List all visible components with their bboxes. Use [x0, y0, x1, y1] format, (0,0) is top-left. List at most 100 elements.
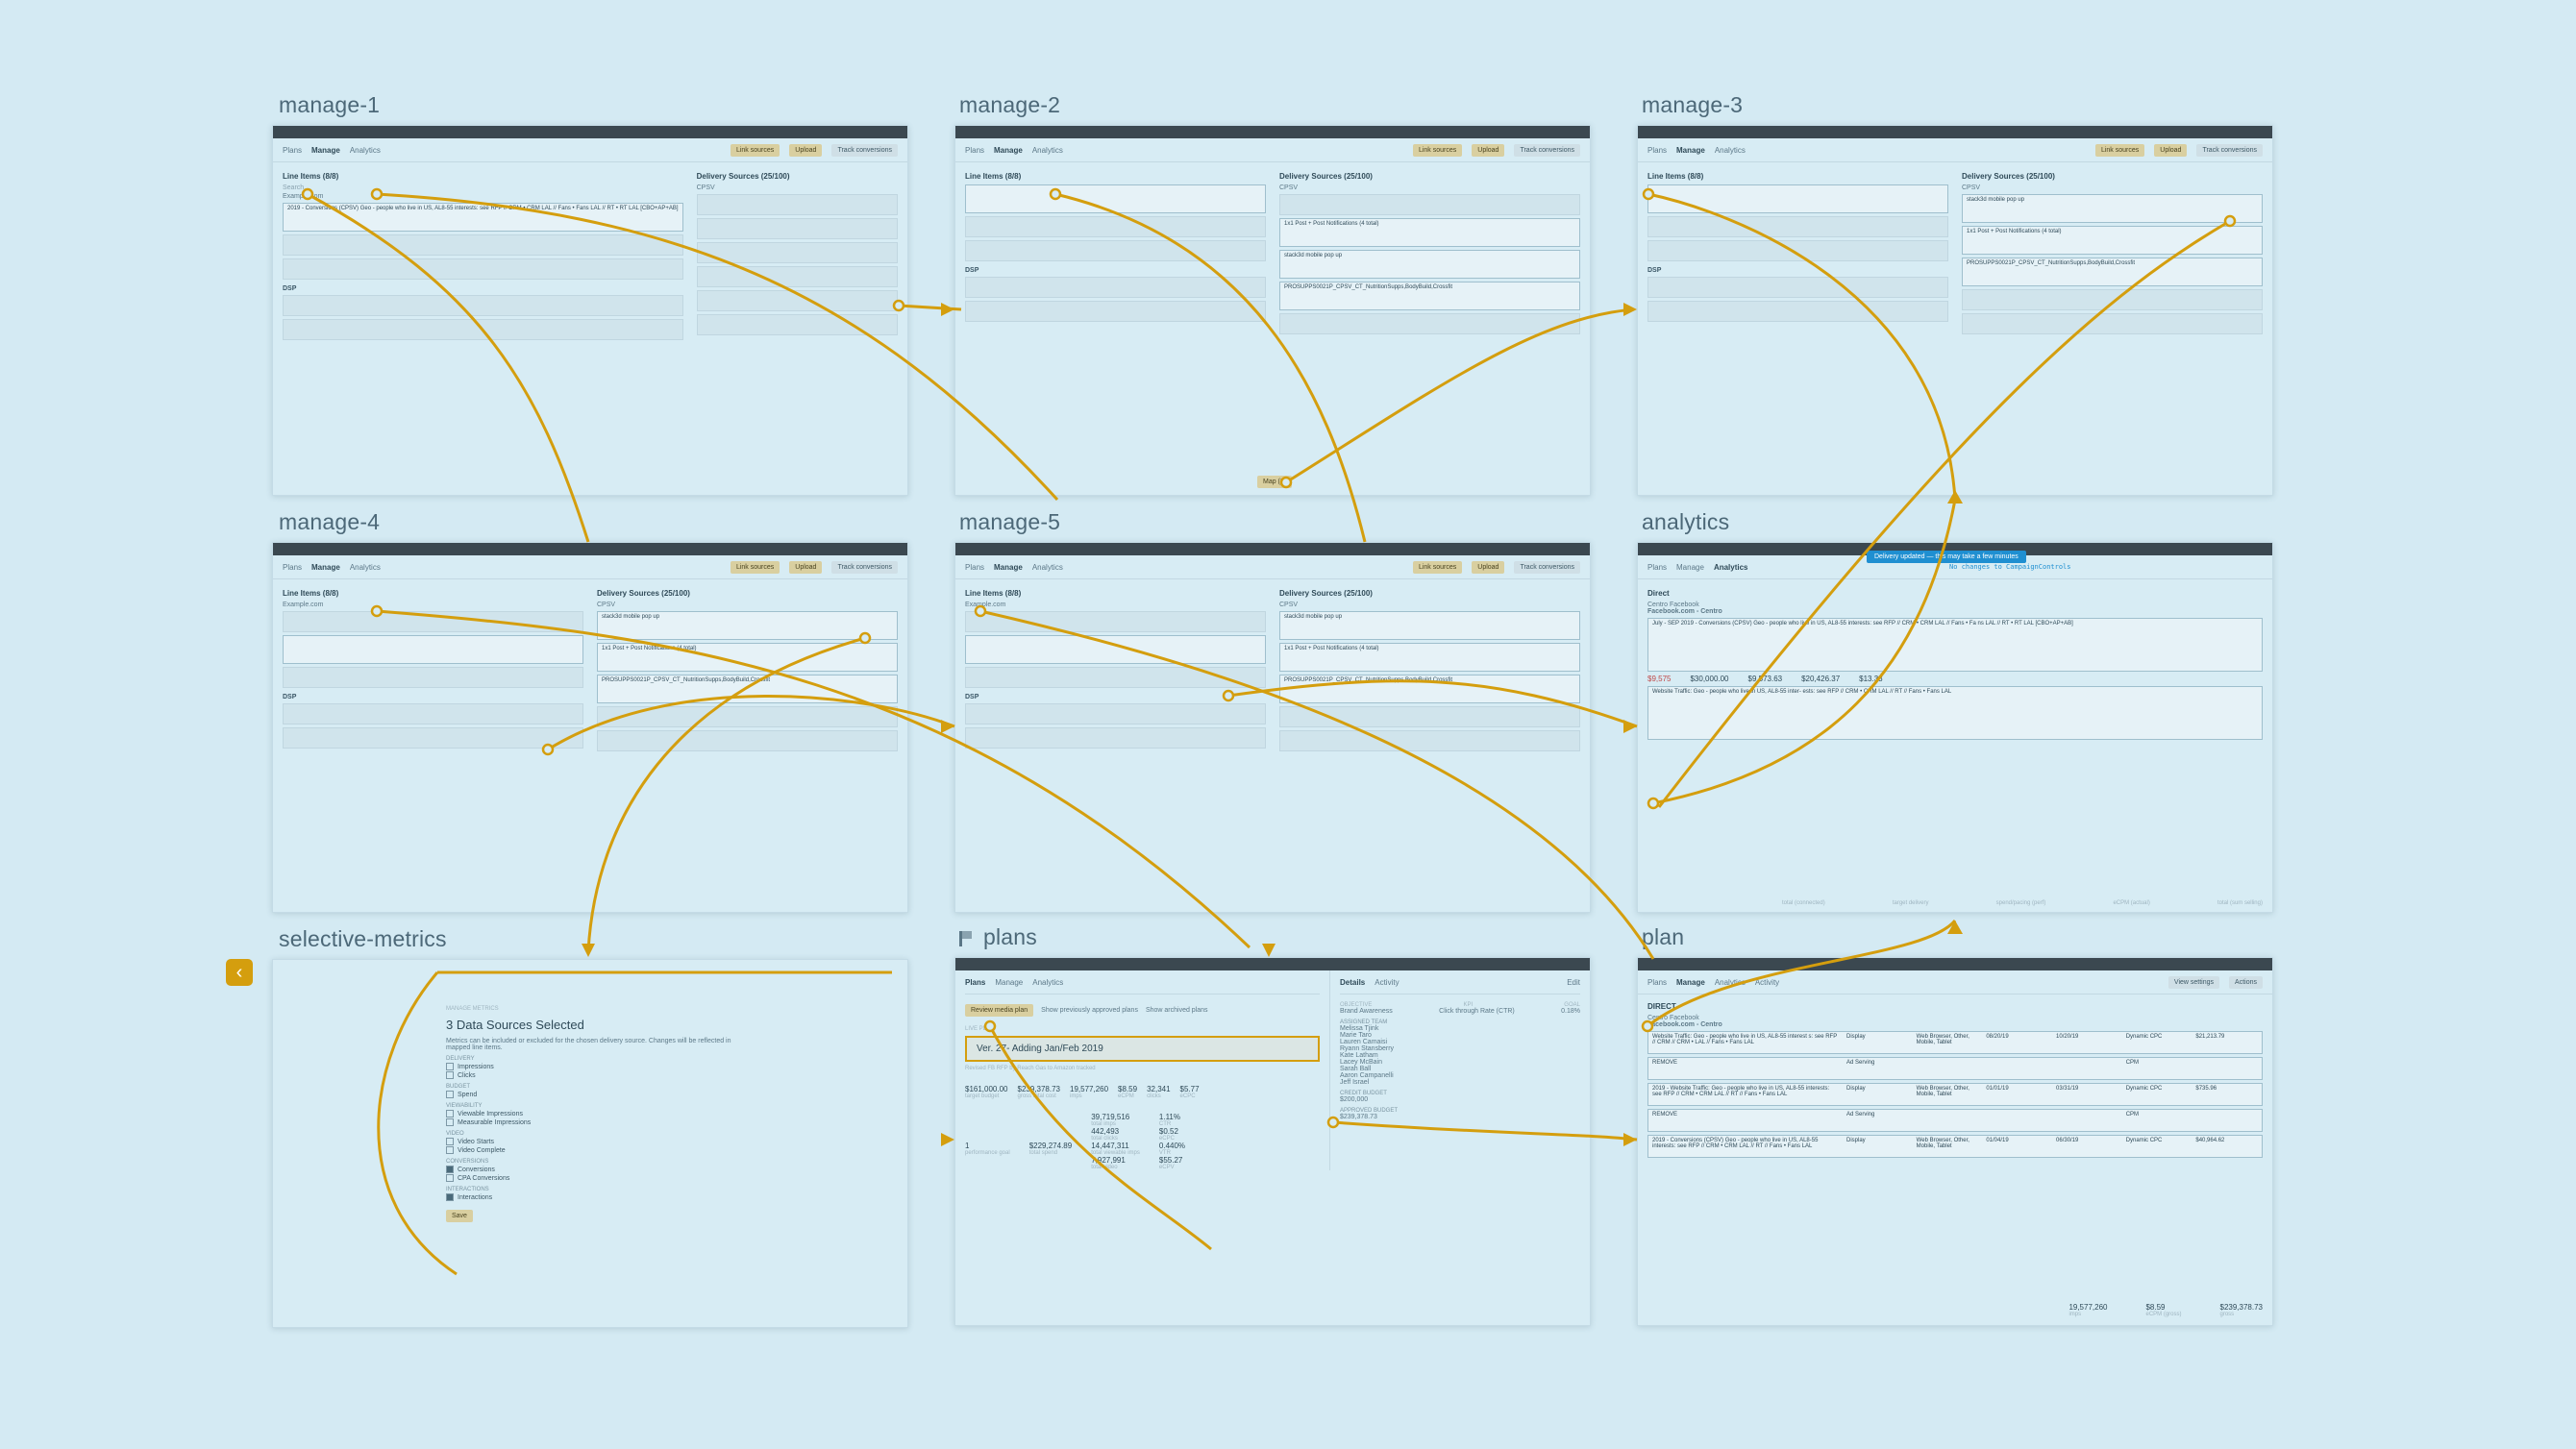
- line-item-row[interactable]: [1647, 301, 1948, 322]
- line-item-row[interactable]: [965, 184, 1266, 213]
- source-row[interactable]: PROSUPPS0021P_CPSV_CT_NutritionSupps,Bod…: [1279, 675, 1580, 703]
- line-item-row[interactable]: [965, 216, 1266, 237]
- metric-checkbox-row[interactable]: Interactions: [446, 1193, 907, 1201]
- tab-plans[interactable]: Plans: [283, 562, 303, 572]
- source-row[interactable]: PROSUPPS0021P_CPSV_CT_NutritionSupps,Bod…: [1962, 258, 2263, 286]
- line-item-row[interactable]: [965, 703, 1266, 724]
- tab-analytics[interactable]: Analytics: [1713, 562, 1748, 572]
- tab-plans[interactable]: Plans: [1647, 977, 1668, 987]
- edit-link[interactable]: Edit: [1567, 977, 1580, 987]
- back-chevron-icon[interactable]: ‹: [226, 959, 253, 986]
- metric-checkbox-row[interactable]: Clicks: [446, 1071, 907, 1079]
- link-sources-button[interactable]: Link sources: [730, 143, 780, 157]
- source-row[interactable]: [1962, 289, 2263, 310]
- checkbox-empty-icon[interactable]: [446, 1063, 454, 1070]
- source-row[interactable]: [696, 218, 898, 239]
- tab-analytics[interactable]: Analytics: [349, 145, 381, 155]
- source-row[interactable]: [696, 314, 898, 335]
- tab-manage[interactable]: Manage: [1676, 145, 1705, 155]
- metric-checkbox-row[interactable]: Video Starts: [446, 1138, 907, 1145]
- tab-manage[interactable]: Manage: [311, 145, 340, 155]
- view-settings-button[interactable]: View settings: [2167, 975, 2220, 989]
- tab-activity[interactable]: Activity: [1375, 977, 1399, 987]
- track-conversions-button[interactable]: Track conversions: [2196, 143, 2263, 157]
- source-row[interactable]: 1x1 Post + Post Notifications (4 total): [597, 643, 898, 672]
- review-media-plan-button[interactable]: Review media plan: [965, 1004, 1034, 1017]
- tab-manage[interactable]: Manage: [1676, 977, 1705, 987]
- line-item-row[interactable]: [283, 635, 583, 664]
- upload-button[interactable]: Upload: [789, 143, 823, 157]
- source-row[interactable]: stack3d mobile pop up: [1279, 611, 1580, 640]
- source-row[interactable]: 1x1 Post + Post Notifications (4 total): [1279, 643, 1580, 672]
- upload-button[interactable]: Upload: [1472, 560, 1505, 574]
- line-item-row[interactable]: [965, 727, 1266, 749]
- source-row[interactable]: [696, 290, 898, 311]
- plan-line-item-row[interactable]: 2019 - Website Traffic: Geo - people who…: [1647, 1083, 2263, 1106]
- line-item-row[interactable]: [283, 667, 583, 688]
- source-row[interactable]: PROSUPPS0021P_CPSV_CT_NutritionSupps,Bod…: [597, 675, 898, 703]
- checkbox-empty-icon[interactable]: [446, 1071, 454, 1079]
- tab-analytics[interactable]: Analytics: [349, 562, 381, 572]
- track-conversions-button[interactable]: Track conversions: [1514, 143, 1580, 157]
- line-item-row[interactable]: [283, 234, 683, 256]
- source-row[interactable]: 1x1 Post + Post Notifications (4 total): [1279, 218, 1580, 247]
- source-row[interactable]: [696, 242, 898, 263]
- upload-button[interactable]: Upload: [1472, 143, 1505, 157]
- toggle-archived-plans[interactable]: Show archived plans: [1145, 1007, 1208, 1014]
- line-item-row[interactable]: [283, 295, 683, 316]
- plan-line-item-row[interactable]: 2019 - Conversions (CPSV) Geo - people w…: [1647, 1135, 2263, 1158]
- live-plan-card[interactable]: Ver. 27- Adding Jan/Feb 2019: [965, 1036, 1320, 1062]
- line-item-row[interactable]: 2019 - Conversions (CPSV) Geo - people w…: [283, 203, 683, 232]
- tab-activity[interactable]: Activity: [1754, 977, 1780, 987]
- analytics-row[interactable]: July - SEP 2019 - Conversions (CPSV) Geo…: [1647, 618, 2263, 672]
- source-row[interactable]: [1962, 313, 2263, 334]
- plan-line-item-row[interactable]: Website Traffic: Geo - people who live i…: [1647, 1031, 2263, 1054]
- line-item-row[interactable]: [283, 319, 683, 340]
- analytics-row[interactable]: Website Traffic: Geo - people who live i…: [1647, 686, 2263, 740]
- checkbox-checked-icon[interactable]: [446, 1193, 454, 1201]
- actions-button[interactable]: Actions: [2229, 975, 2263, 989]
- source-row[interactable]: [696, 194, 898, 215]
- checkbox-empty-icon[interactable]: [446, 1146, 454, 1154]
- tab-analytics[interactable]: Analytics: [1031, 562, 1063, 572]
- metric-checkbox-row[interactable]: Measurable Impressions: [446, 1118, 907, 1126]
- source-row[interactable]: [1279, 313, 1580, 334]
- source-row[interactable]: [1279, 194, 1580, 215]
- toggle-approved-plans[interactable]: Show previously approved plans: [1041, 1007, 1138, 1014]
- source-row[interactable]: stack3d mobile pop up: [597, 611, 898, 640]
- tab-plans[interactable]: Plans: [965, 145, 985, 155]
- upload-button[interactable]: Upload: [2154, 143, 2188, 157]
- link-sources-button[interactable]: Link sources: [1412, 143, 1463, 157]
- tab-analytics[interactable]: Analytics: [1714, 977, 1746, 987]
- line-item-row[interactable]: [965, 301, 1266, 322]
- upload-button[interactable]: Upload: [789, 560, 823, 574]
- tab-plans[interactable]: Plans: [1647, 145, 1668, 155]
- checkbox-empty-icon[interactable]: [446, 1118, 454, 1126]
- metric-checkbox-row[interactable]: Video Complete: [446, 1146, 907, 1154]
- metric-checkbox-row[interactable]: Spend: [446, 1091, 907, 1098]
- metric-checkbox-row[interactable]: Viewable Impressions: [446, 1110, 907, 1117]
- source-row[interactable]: 1x1 Post + Post Notifications (4 total): [1962, 226, 2263, 255]
- line-item-row[interactable]: [965, 667, 1266, 688]
- tab-analytics[interactable]: Analytics: [1714, 145, 1746, 155]
- metric-checkbox-row[interactable]: Impressions: [446, 1063, 907, 1070]
- track-conversions-button[interactable]: Track conversions: [1514, 560, 1580, 574]
- metric-checkbox-row[interactable]: CPA Conversions: [446, 1174, 907, 1182]
- save-button[interactable]: Save: [446, 1210, 473, 1222]
- search-input[interactable]: Search...: [283, 184, 310, 191]
- track-conversions-button[interactable]: Track conversions: [831, 560, 898, 574]
- tab-manage[interactable]: Manage: [1676, 562, 1704, 572]
- tab-manage[interactable]: Manage: [995, 977, 1024, 987]
- source-row[interactable]: [1279, 730, 1580, 751]
- source-row[interactable]: [696, 266, 898, 287]
- checkbox-checked-icon[interactable]: [446, 1166, 454, 1173]
- link-sources-button[interactable]: Link sources: [730, 560, 780, 574]
- checkbox-empty-icon[interactable]: [446, 1138, 454, 1145]
- line-item-row[interactable]: [283, 727, 583, 749]
- tab-plans[interactable]: Plans: [965, 562, 985, 572]
- source-row[interactable]: PROSUPPS0021P_CPSV_CT_NutritionSupps,Bod…: [1279, 282, 1580, 310]
- tab-details[interactable]: Details: [1340, 977, 1366, 987]
- source-row[interactable]: [597, 706, 898, 727]
- line-item-row[interactable]: [965, 277, 1266, 298]
